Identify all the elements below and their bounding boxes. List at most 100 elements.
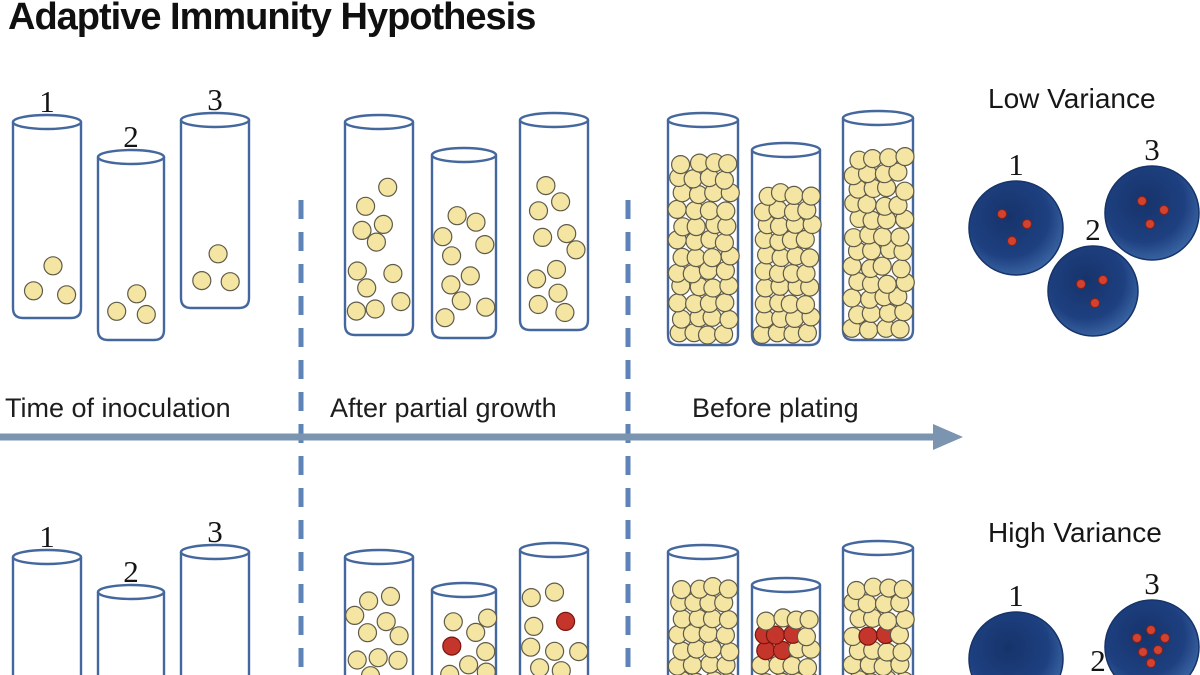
bacterial-cell [800,248,820,268]
resistant-colony [1076,279,1086,289]
culture-tube-inoculation-3: 3 [179,514,251,675]
low-variance-label: Low Variance [988,83,1156,114]
bacterial-cell [715,625,736,645]
bacterial-cell [345,605,365,626]
tube-opening [96,148,166,166]
petri-dish-circle [968,180,1064,276]
bacterial-cell [550,192,571,212]
bacterial-cell [672,609,692,629]
tube-body [96,157,166,342]
resistant-colony [1090,298,1100,308]
bacterial-cell [784,185,804,205]
bacterial-cell [56,285,77,305]
bacterial-cell [373,214,393,234]
bacterial-cell [352,220,372,240]
resistant-colony [1145,219,1155,229]
resistant-colony [1146,625,1156,635]
bacterial-cell [862,149,883,169]
bacterial-cell [846,580,867,601]
petri-dish-circle [968,611,1064,675]
bacterial-cell [526,269,547,289]
bacterial-cell [383,263,403,284]
plate-number-label: 2 [1090,643,1106,675]
bacterial-cell [544,641,565,661]
bacterial-cell [797,658,818,675]
plate-number-label: 1 [1008,147,1024,182]
tube-opening [841,539,915,557]
resistant-colony [1137,196,1147,206]
bacterial-cell [714,233,735,253]
bacterial-cell [475,235,495,255]
bacterial-cell [476,641,496,662]
bacterial-cell [388,650,408,670]
timeline-arrow-head [933,424,963,450]
bacterial-cell [667,199,687,219]
bacterial-cell [671,579,692,600]
bacterial-cell [569,641,589,662]
resistant-colony [997,209,1007,219]
culture-tube-inoculation-2: 2 [96,554,166,675]
tube-number-label: 2 [123,119,139,154]
tube-opening [96,583,166,601]
culture-tube-before-plating [666,543,740,675]
bacterial-cell [697,325,718,345]
bacterial-cell [459,655,479,675]
bacterial-cell [686,217,706,237]
bacterial-cell [359,591,379,611]
bacterial-cell [719,309,739,330]
high-variance-label: High Variance [988,517,1162,548]
bacterial-cell [893,579,913,599]
bacterial-cell [521,587,541,608]
bacterial-cell [23,281,44,301]
tube-number-label: 2 [123,554,139,589]
bacterial-cell [671,309,692,329]
tube-body [179,120,251,310]
bacterial-cell [389,626,409,646]
bacterial-cell [378,177,398,197]
bacterial-cell [220,272,240,292]
resistant-colony [1007,236,1017,246]
bacterial-cell [888,162,908,182]
tube-opening [518,541,590,559]
petri-dish-1: 1 [968,578,1064,675]
bacterial-cell [441,275,461,295]
petri-dish-circle [1104,165,1200,261]
bacterial-cell [699,201,720,221]
bacterial-cell [391,292,411,312]
bacterial-cell [877,274,897,294]
bacterial-cell [703,576,723,597]
mutant-cell [756,640,776,661]
bacterial-cell [357,623,378,643]
mutant-cell [442,636,462,656]
bacterial-cell [368,648,388,668]
bacterial-cell [478,608,498,628]
tube-body [11,122,83,320]
tube-opening [11,548,83,566]
plate-number-label: 2 [1085,212,1101,247]
tube-opening [666,543,740,561]
tube-body [179,552,251,675]
bacterial-cell [872,227,893,247]
bacterial-cell [799,609,819,630]
bacterial-cell [466,212,486,232]
culture-tube-inoculation-1: 1 [11,519,83,675]
bacterial-cell [801,186,821,206]
bacterial-cell [192,271,212,291]
bacterial-cell [858,320,879,340]
bacterial-cell [524,616,544,637]
bacterial-cell [872,256,892,276]
bacterial-cell [890,227,910,247]
bacterial-cell [127,284,147,304]
bacterial-cell [795,295,816,315]
culture-tube-inoculation-3: 3 [179,82,251,310]
petri-dish-1: 1 [968,147,1064,276]
bacterial-cell [895,147,915,167]
tube-opening [343,113,415,131]
bacterial-cell [682,264,702,284]
tube-opening [430,581,498,599]
bacterial-cell [447,206,467,226]
bacterial-cell [714,170,735,190]
culture-tube-partial-growth [343,113,415,337]
bacterial-cell [546,259,567,280]
bacterial-cell [347,650,367,670]
